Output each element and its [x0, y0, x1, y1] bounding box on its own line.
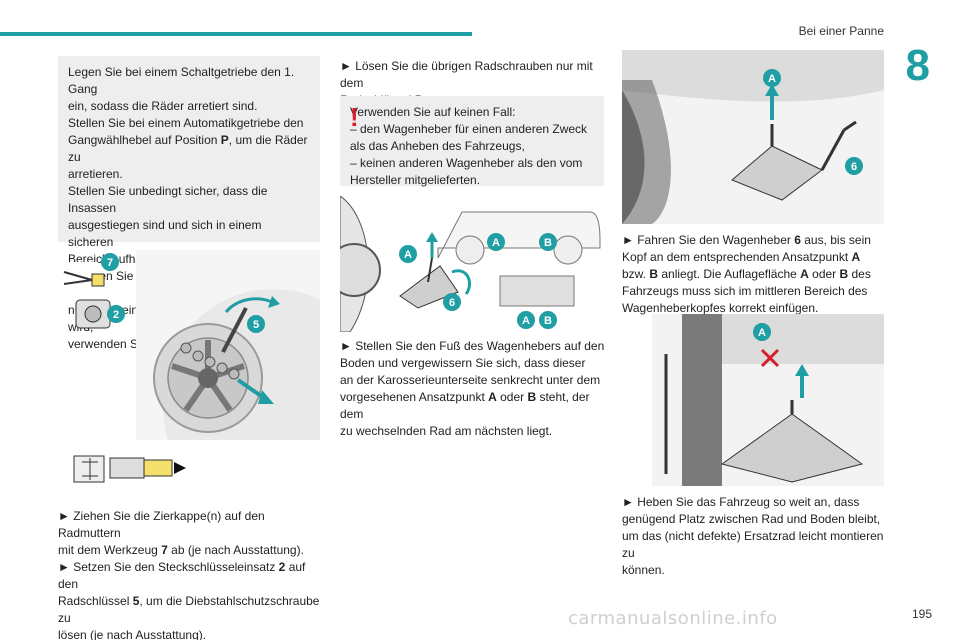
callout-b-detail: B	[544, 315, 552, 327]
callout-a-mid-badge	[753, 323, 771, 341]
wheel-cap-illustration: 7 2 5	[58, 250, 320, 440]
text-line: um das (nicht defekte) Ersatzrad leicht …	[622, 529, 884, 560]
jack-position-illustration: A A B 6 A B	[340, 196, 604, 332]
jack-head-illustration: A	[652, 314, 884, 486]
text-line: ► Stellen Sie den Fuß des Wagenhebers au…	[340, 339, 605, 353]
text-line: – keinen anderen Wagenheber als den vom	[350, 156, 583, 170]
callout-a-side: A	[404, 249, 412, 261]
col3-instructions-2: ► Heben Sie das Fahrzeug so weit an, das…	[622, 494, 886, 579]
text-line: an der Karosserieunterseite senkrecht un…	[340, 373, 601, 387]
text-line: ► Setzen Sie den Steckschlüsseleinsatz 2…	[58, 560, 306, 591]
text-line: mit dem Werkzeug 7 ab (je nach Ausstattu…	[58, 543, 304, 557]
callout-a-car: A	[492, 237, 500, 249]
warning-text: Verwenden Sie auf keinen Fall: – den Wage…	[350, 104, 594, 189]
jack-extend-drawing: A 6	[622, 50, 884, 224]
callout-b-car: B	[544, 237, 552, 249]
jack-extend-illustration: A 6	[622, 50, 884, 224]
col1-instructions: ► Ziehen Sie die Zierkappe(n) auf den Ra…	[58, 508, 326, 640]
callout-5-badge	[247, 315, 265, 333]
wheel-cap-drawing: 7 2 5	[58, 250, 320, 440]
callout-a-detail-badge	[517, 311, 535, 329]
text-line: arretieren.	[68, 167, 123, 181]
text-line: Legen Sie bei einem Schaltgetriebe den 1…	[68, 65, 295, 96]
col1-instructions-text: ► Ziehen Sie die Zierkappe(n) auf den Ra…	[58, 508, 326, 640]
socket-key-drawing	[73, 455, 186, 483]
text-line: ► Heben Sie das Fahrzeug so weit an, das…	[622, 495, 860, 509]
callout-b-car-badge	[539, 233, 557, 251]
col3-instructions-1: ► Fahren Sie den Wagenheber 6 aus, bis s…	[622, 232, 886, 317]
text-line: Verwenden Sie auf keinen Fall:	[350, 105, 516, 119]
text-line: Wagenheberkopfes korrekt einfügen.	[622, 301, 819, 315]
callout-6: 6	[449, 297, 455, 309]
warning-icon: !	[350, 102, 359, 132]
callout-7: 7	[107, 257, 113, 269]
callout-2-badge	[107, 305, 125, 323]
page-number: 195	[911, 607, 932, 621]
text-line: Fahrzeugs muss sich im mittleren Bereich…	[622, 284, 868, 298]
text-line: ► Ziehen Sie die Zierkappe(n) auf den Ra…	[58, 509, 265, 540]
text-line: Boden und vergewissern Sie sich, dass di…	[340, 356, 586, 370]
callout-6-top: 6	[851, 161, 857, 173]
text-line: lösen (je nach Ausstattung).	[58, 628, 207, 640]
text-line: als das Anheben des Fahrzeugs,	[350, 139, 525, 153]
col3-instructions-1-text: ► Fahren Sie den Wagenheber 6 aus, bis s…	[622, 232, 886, 317]
text-line: Gangwählhebel auf Position P, um die Räd…	[68, 133, 308, 164]
safety-note-box: Legen Sie bei einem Schaltgetriebe den 1…	[58, 56, 320, 351]
col2-instructions: ► Stellen Sie den Fuß des Wagenhebers au…	[340, 338, 612, 440]
callout-a-detail: A	[522, 315, 530, 327]
text-line: bzw. B anliegt. Die Auflagefläche A oder…	[622, 267, 871, 281]
jack-head-drawing: A	[652, 314, 884, 486]
jack-position-drawing: A A B 6 A B	[340, 196, 601, 332]
col3-instructions-2-text: ► Heben Sie das Fahrzeug so weit an, das…	[622, 494, 886, 579]
callout-5: 5	[253, 319, 259, 331]
callout-6-badge	[443, 293, 461, 311]
header-accent-bar	[0, 32, 472, 36]
text-line: vorgesehenen Ansatzpunkt A oder B steht,…	[340, 390, 590, 421]
chapter-number: 8	[905, 41, 930, 90]
text-line: Stellen Sie unbedingt sicher, dass die I…	[68, 184, 268, 215]
text-line: Stellen Sie bei einem Automatikgetriebe …	[68, 116, 304, 130]
text-line: ein, sodass die Räder arretiert sind.	[68, 99, 258, 113]
text-line: ► Fahren Sie den Wagenheber 6 aus, bis s…	[622, 233, 871, 247]
watermark: carmanualsonline.info	[568, 608, 778, 629]
callout-7-badge	[101, 253, 119, 271]
text-line: zu wechselnden Rad am nächsten liegt.	[340, 424, 553, 438]
warning-box: ! Verwenden Sie auf keinen Fall: – den Wa…	[340, 96, 604, 189]
socket-key-illustration	[70, 448, 190, 488]
callout-b-detail-badge	[539, 311, 557, 329]
callout-a-top: A	[768, 73, 776, 85]
section-title: Bei einer Panne	[798, 24, 884, 38]
text-line: können.	[622, 563, 665, 577]
callout-2: 2	[113, 309, 119, 321]
text-line: Radschlüssel 5, um die Diebstahlschutzsc…	[58, 594, 320, 625]
text-line: ausgestiegen sind und sich in einem sich…	[68, 218, 262, 249]
callout-a-car-badge	[487, 233, 505, 251]
callout-a-mid: A	[758, 327, 766, 339]
callout-6-top-badge	[845, 157, 863, 175]
text-line: ► Lösen Sie die übrigen Radschrauben nur…	[340, 59, 593, 90]
callout-a-side-badge	[399, 245, 417, 263]
callout-a-top-badge	[763, 69, 781, 87]
text-line: Hersteller mitgelieferten.	[350, 173, 481, 187]
text-line: Kopf an dem entsprechenden Ansatzpunkt A	[622, 250, 861, 264]
col2-instructions-text: ► Stellen Sie den Fuß des Wagenhebers au…	[340, 338, 612, 440]
text-line: – den Wagenheber für einen anderen Zweck	[350, 122, 588, 136]
text-line: genügend Platz zwischen Rad und Boden bl…	[622, 512, 881, 526]
